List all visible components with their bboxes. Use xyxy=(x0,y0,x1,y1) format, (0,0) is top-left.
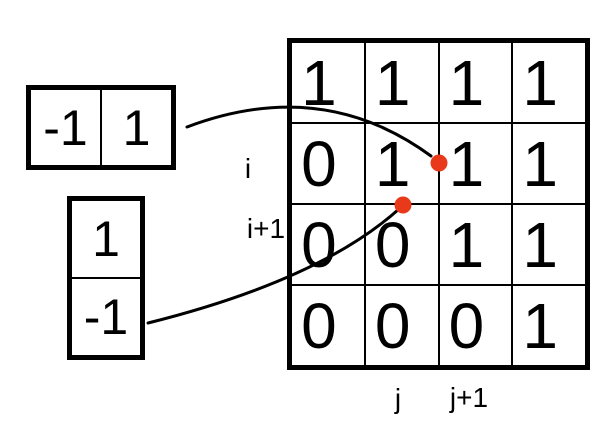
grid-cell-r0c2: 1 xyxy=(439,43,512,122)
row-label-i: i xyxy=(244,153,252,184)
col-label-j-plus-1: j+1 xyxy=(449,382,489,413)
horizontal-kernel-cell-0: -1 xyxy=(31,90,100,165)
vertical-kernel: 1 -1 xyxy=(67,196,145,360)
grid-cell-r3c0: 0 xyxy=(292,286,364,365)
vertical-kernel-cell-1: -1 xyxy=(72,279,140,355)
grid-cell-r3c1: 0 xyxy=(365,286,438,365)
grid-cell-r2c3: 1 xyxy=(513,205,585,284)
grid-cell-r0c3: 1 xyxy=(513,43,585,122)
row-label-i-plus-1: i+1 xyxy=(246,213,286,244)
horizontal-kernel: -1 1 xyxy=(26,85,176,170)
grid-cell-r2c0: 0 xyxy=(292,205,364,284)
grid-cell-r2c1: 0 xyxy=(365,205,438,284)
grid-cell-r3c3: 1 xyxy=(513,286,585,365)
vertical-kernel-cell-0: 1 xyxy=(72,201,140,277)
grid-cell-r1c1: 1 xyxy=(365,124,438,203)
grid-cell-r2c2: 1 xyxy=(439,205,512,284)
image-pixel-grid: 1 1 1 1 0 1 1 1 0 0 1 1 0 0 0 1 xyxy=(287,38,590,370)
grid-cell-r3c2: 0 xyxy=(439,286,512,365)
grid-cell-r1c3: 1 xyxy=(513,124,585,203)
grid-cell-r1c0: 0 xyxy=(292,124,364,203)
grid-cell-r0c1: 1 xyxy=(365,43,438,122)
grid-cell-r0c0: 1 xyxy=(292,43,364,122)
grid-cell-r1c2: 1 xyxy=(439,124,512,203)
horizontal-kernel-cell-1: 1 xyxy=(102,90,171,165)
col-label-j: j xyxy=(394,383,402,414)
